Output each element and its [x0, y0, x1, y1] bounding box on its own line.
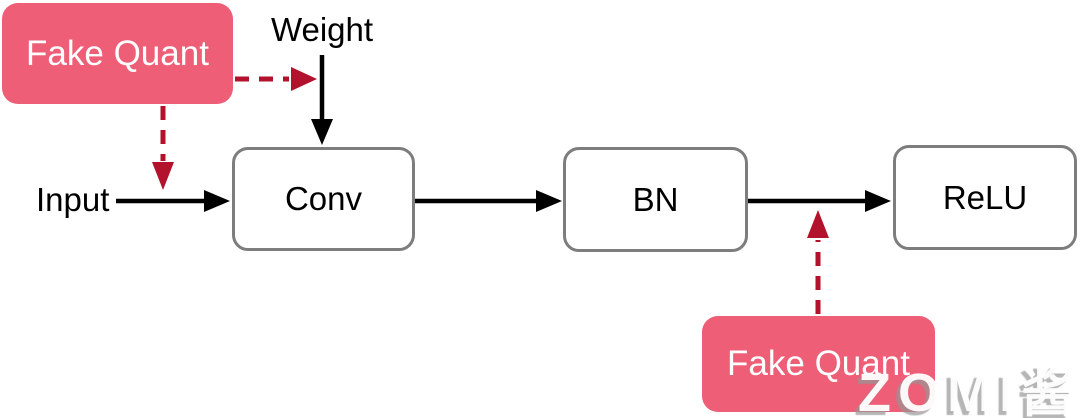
weight-to-conv-arrow: [311, 55, 333, 145]
node-label: BN: [632, 180, 679, 218]
node-bn: BN: [563, 147, 748, 252]
node-label: Fake Quant: [26, 33, 209, 73]
fake-quant-to-weight-dashed-arrow: [235, 67, 317, 91]
fake-quant-to-activation-dashed-arrow: [807, 210, 829, 314]
zomi-watermark: ZOMI酱: [858, 363, 1080, 418]
fake-quant-to-input-dashed-arrow: [152, 106, 174, 190]
conv-to-bn-arrow: [415, 190, 562, 212]
input-to-conv-arrow: [116, 190, 230, 212]
node-relu: ReLU: [893, 145, 1077, 250]
node-fake-quant-activation: Fake Quant: [702, 316, 935, 412]
weight-label: Weight: [270, 11, 374, 48]
input-label: Input: [36, 181, 110, 219]
bn-to-relu-arrow: [748, 190, 891, 212]
node-label: Fake Quant: [727, 344, 910, 383]
node-conv: Conv: [232, 147, 415, 251]
node-label: Conv: [284, 180, 363, 217]
node-fake-quant-weight: Fake Quant: [2, 3, 233, 104]
node-label: ReLU: [942, 178, 1028, 216]
